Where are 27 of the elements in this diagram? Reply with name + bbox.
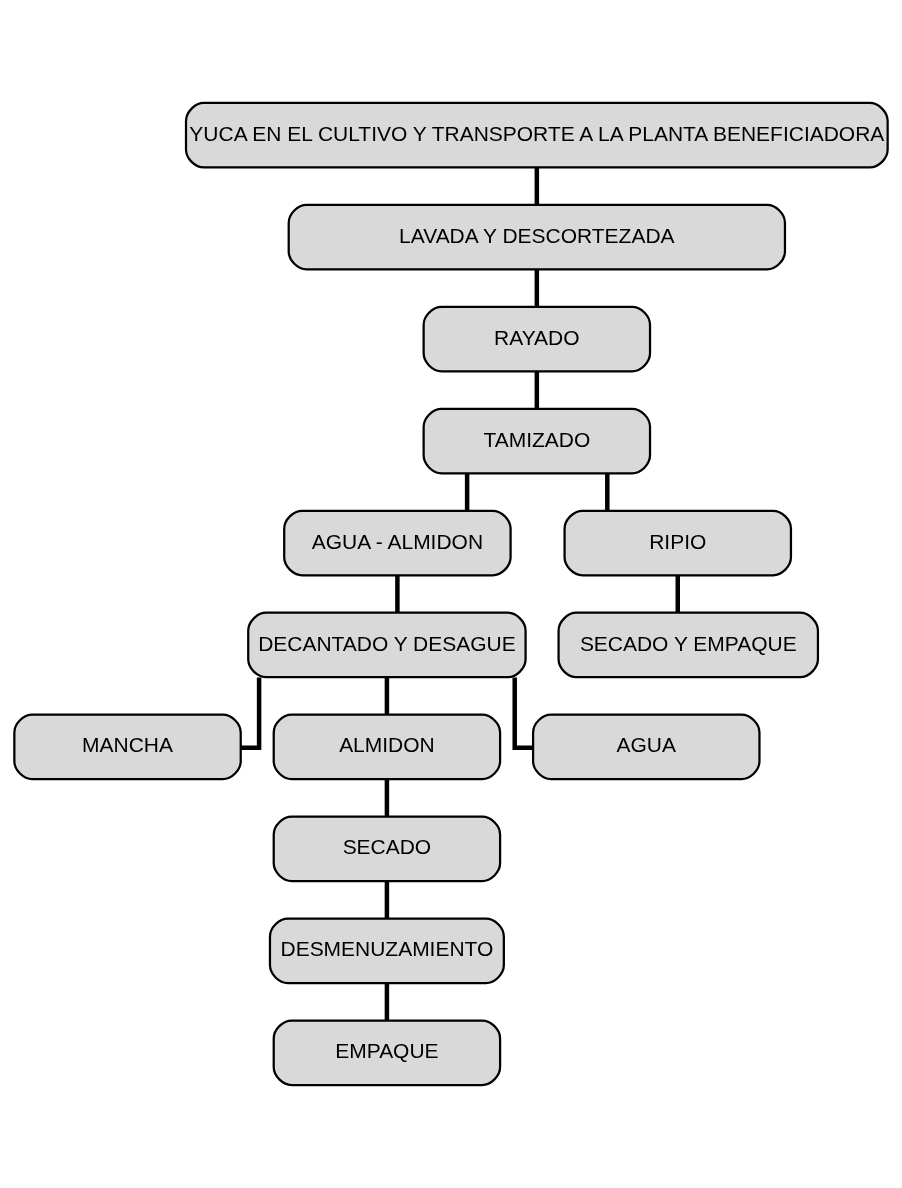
node-box: DESMENUZAMIENTO — [268, 917, 505, 985]
node-box: AGUA - ALMIDON — [283, 509, 512, 577]
connector — [240, 677, 262, 750]
connector — [534, 371, 540, 409]
node-box: RIPIO — [563, 509, 793, 577]
connector — [464, 473, 470, 511]
node-box: DECANTADO Y DESAGUE — [247, 611, 527, 679]
connector — [395, 575, 400, 613]
connector — [384, 677, 390, 715]
node-box: EMPAQUE — [272, 1019, 502, 1087]
node-box: RAYADO — [422, 305, 652, 373]
connector — [534, 167, 540, 205]
connector — [384, 983, 390, 1021]
connector — [512, 677, 533, 750]
connector — [384, 779, 390, 817]
connector — [605, 473, 610, 511]
node-box: AGUA — [531, 713, 761, 781]
node-box: ALMIDON — [272, 713, 502, 781]
node-box: MANCHA — [13, 713, 242, 781]
connector — [384, 881, 390, 919]
node-box: SECADO Y EMPAQUE — [557, 611, 820, 679]
node-box: SECADO — [272, 815, 502, 883]
node-box: YUCA EN EL CULTIVO Y TRANSPORTE A LA PLANTA BENEFICIADORA — [184, 101, 889, 169]
node-box: LAVADA Y DESCORTEZADA — [287, 203, 787, 271]
connector — [675, 575, 680, 613]
node-box: TAMIZADO — [422, 407, 652, 475]
connector — [534, 269, 540, 307]
